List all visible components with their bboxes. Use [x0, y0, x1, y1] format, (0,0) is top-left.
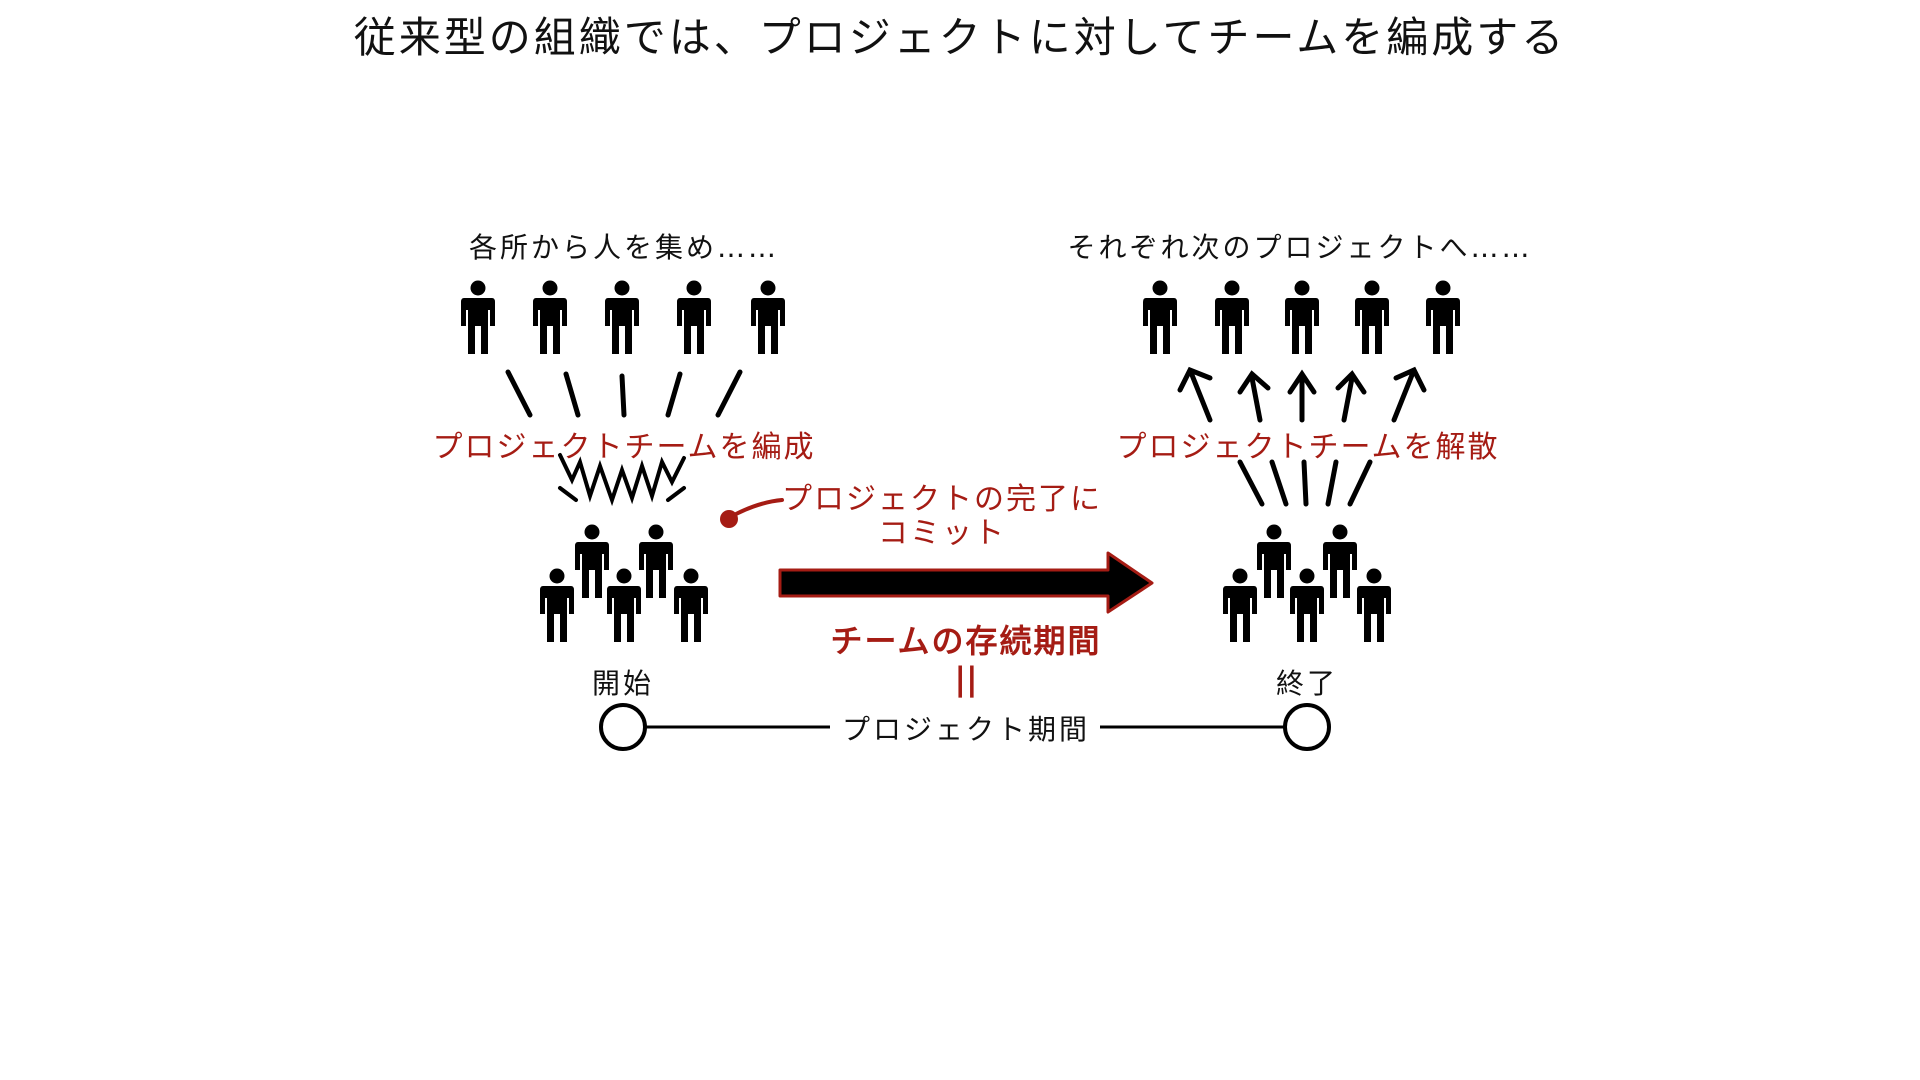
disband-lines [1237, 459, 1373, 507]
commit-label-line2: コミット [878, 516, 1006, 551]
gather-lines [505, 369, 743, 507]
person-outline-icon [1357, 568, 1391, 642]
project-timeline [599, 703, 1331, 751]
commit-label-line1: プロジェクトの完了に [782, 482, 1102, 517]
next-project-people-group [1143, 280, 1460, 354]
person-icon [1215, 280, 1249, 354]
person-outline-icon [751, 280, 785, 354]
next-project-caption: それぞれ次のプロジェクトへ…… [1067, 231, 1533, 264]
project-period-label: プロジェクト期間 [841, 713, 1091, 746]
person-icon [1355, 280, 1389, 354]
person-outline-icon [1223, 568, 1257, 642]
person-icon [607, 568, 641, 642]
candidate-people-group [461, 280, 785, 354]
person-outline-icon [1257, 524, 1291, 598]
end-label: 終了 [1275, 667, 1339, 700]
person-outline-icon [1290, 568, 1324, 642]
start-circle-icon [599, 703, 647, 751]
arrow-right-icon [778, 551, 1154, 614]
gather-caption: 各所から人を集め…… [468, 231, 780, 264]
person-icon [575, 524, 609, 598]
person-icon [540, 568, 574, 642]
team-period-label: チームの存続期間 [830, 622, 1102, 660]
equals-mark: || [954, 660, 978, 698]
disband-team-label: プロジェクトチームを解散 [1116, 430, 1500, 465]
person-outline-icon [677, 280, 711, 354]
person-outline-icon [533, 280, 567, 354]
form-team-label: プロジェクトチームを編成 [432, 430, 816, 465]
person-icon [1426, 280, 1460, 354]
person-icon [639, 524, 673, 598]
person-icon [1143, 280, 1177, 354]
disband-arrows [1177, 366, 1427, 423]
person-outline-icon [1323, 524, 1357, 598]
start-label: 開始 [591, 667, 655, 700]
end-circle-icon [1283, 703, 1331, 751]
project-team-group [540, 524, 708, 642]
former-team-group [1223, 524, 1391, 642]
person-outline-icon [605, 280, 639, 354]
page-title: 従来型の組織では、プロジェクトに対してチームを編成する [353, 13, 1567, 62]
person-icon [674, 568, 708, 642]
person-outline-icon [461, 280, 495, 354]
person-icon [1285, 280, 1319, 354]
commit-pointer [720, 498, 784, 528]
